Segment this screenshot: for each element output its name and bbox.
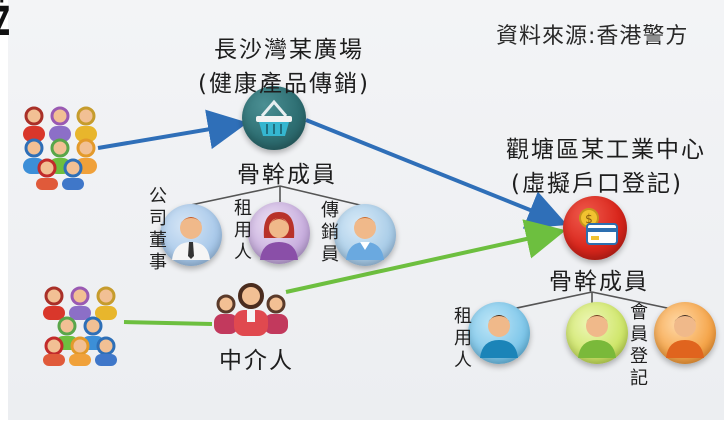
tenant-female-avatar	[248, 202, 310, 264]
member-label-marketer: 傳銷員	[321, 200, 339, 265]
right-site-name: 觀塘區某工業中心	[506, 137, 706, 163]
tree-left-branch-3	[279, 185, 365, 207]
left-site-name: 長沙灣某廣場	[214, 37, 364, 63]
member-label-member-registration: 會員登記	[630, 302, 648, 389]
left-site-purpose: (健康產品傳銷)	[198, 71, 370, 97]
green-line-to-agent	[123, 320, 213, 326]
left-margin: Ż	[0, 0, 10, 430]
crowd-bottom-icon	[43, 286, 117, 366]
green-arrow-to-card	[285, 219, 566, 294]
agent-group-icon	[214, 283, 288, 336]
tenant-male-avatar	[468, 302, 530, 364]
svg-text:$: $	[585, 212, 593, 226]
member-label-company-director: 公司董事	[149, 186, 167, 273]
member-avatar-green	[566, 302, 628, 364]
member-label-left-tenant: 租用人	[234, 198, 252, 263]
shopping-basket-icon	[242, 86, 306, 150]
source-note: 資料來源:香港警方	[496, 24, 689, 49]
blue-arrow-to-card	[305, 118, 568, 229]
credit-card-icon: $	[563, 196, 627, 260]
company-director-avatar	[160, 204, 222, 266]
right-site-purpose: (虛擬戶口登記)	[511, 171, 683, 197]
member-registration-avatar	[654, 302, 716, 364]
tree-left-branch-1	[185, 185, 281, 207]
member-label-right-tenant: 租用人	[454, 306, 472, 371]
agent-label: 中介人	[219, 348, 294, 374]
marketer-avatar	[334, 204, 396, 266]
left-core-members-label: 骨幹成員	[237, 162, 337, 188]
blue-arrow-to-basket	[97, 109, 248, 150]
crowd-top-icon	[23, 106, 97, 190]
right-core-members-label: 骨幹成員	[549, 269, 649, 295]
